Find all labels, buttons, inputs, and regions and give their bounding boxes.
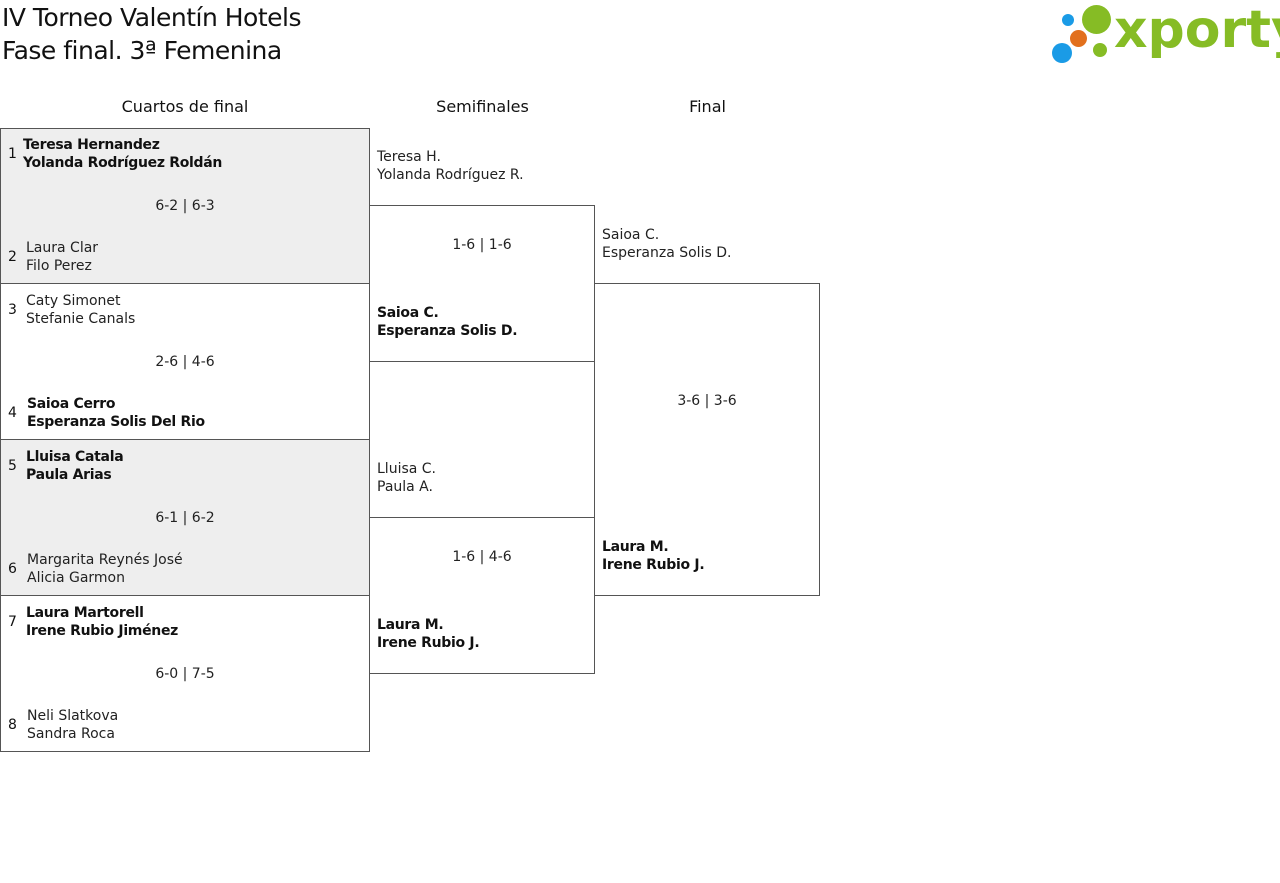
team-name: Teresa H. Yolanda Rodríguez R.: [377, 148, 524, 184]
qf-match-3[interactable]: 5 Lluisa Catala Paula Arias 6-1 | 6-2 6 …: [0, 439, 370, 596]
seed-number: 7: [8, 614, 17, 630]
player-name: Saioa Cerro: [27, 396, 116, 412]
player-name: Filo Perez: [26, 258, 92, 274]
seed-number: 3: [8, 302, 17, 318]
team-name: Lluisa Catala Paula Arias: [26, 448, 124, 484]
match-score: 2-6 | 4-6: [155, 354, 215, 370]
player-name: Esperanza Solis D.: [377, 323, 518, 339]
logo-dot-blue: [1052, 43, 1072, 63]
player-name: Alicia Garmon: [27, 570, 125, 586]
team-name: Laura M. Irene Rubio J.: [602, 538, 705, 574]
player-name: Irene Rubio J.: [602, 557, 705, 573]
player-name: Esperanza Solis D.: [602, 245, 732, 261]
match-score: 1-6 | 1-6: [452, 237, 512, 253]
match-score: 6-0 | 7-5: [155, 666, 215, 682]
round-heading-semifinals: Semifinales: [436, 97, 529, 116]
player-name: Laura Martorell: [26, 605, 144, 621]
team-name: Margarita Reynés José Alicia Garmon: [27, 551, 183, 587]
team-name: Saioa C. Esperanza Solis D.: [602, 226, 731, 262]
qf-match-2[interactable]: 3 Caty Simonet Stefanie Canals 2-6 | 4-6…: [0, 283, 370, 440]
team-name: Saioa C. Esperanza Solis D.: [377, 304, 518, 340]
xporty-logo[interactable]: xporty: [1050, 0, 1280, 68]
player-name: Teresa Hernandez: [23, 137, 160, 153]
seed-number: 5: [8, 458, 17, 474]
player-name: Margarita Reynés José: [27, 552, 183, 568]
player-name: Laura M.: [377, 617, 444, 633]
team-name: Laura M. Irene Rubio J.: [377, 616, 480, 652]
seed-number: 6: [8, 561, 17, 577]
player-name: Lluisa C.: [377, 461, 437, 477]
sf-match-1[interactable]: 1-6 | 1-6 Saioa C. Esperanza Solis D.: [369, 205, 595, 362]
player-name: Esperanza Solis Del Rio: [27, 414, 205, 430]
player-name: Laura M.: [602, 539, 669, 555]
qf-match-1[interactable]: 1 Teresa Hernandez Yolanda Rodríguez Rol…: [0, 128, 370, 284]
match-score: 6-1 | 6-2: [155, 510, 215, 526]
seed-number: 4: [8, 405, 17, 421]
logo-dot-green-small: [1093, 43, 1107, 57]
logo-dot-orange: [1070, 30, 1087, 47]
tournament-title: IV Torneo Valentín Hotels: [2, 3, 302, 32]
match-score: 1-6 | 4-6: [452, 549, 512, 565]
qf-match-4[interactable]: 7 Laura Martorell Irene Rubio Jiménez 6-…: [0, 595, 370, 752]
player-name: Laura Clar: [26, 240, 99, 256]
logo-dot-green: [1082, 5, 1111, 34]
player-name: Paula Arias: [26, 467, 112, 483]
player-name: Irene Rubio Jiménez: [26, 623, 179, 639]
player-name: Yolanda Rodríguez Roldán: [23, 155, 223, 171]
team-name: Teresa Hernandez Yolanda Rodríguez Roldá…: [23, 136, 222, 172]
logo-dot-blue-small: [1062, 14, 1074, 26]
player-name: Neli Slatkova: [27, 708, 119, 724]
team-name: Caty Simonet Stefanie Canals: [26, 292, 135, 328]
sf-match-2[interactable]: 1-6 | 4-6 Laura M. Irene Rubio J.: [369, 517, 595, 674]
seed-number: 2: [8, 249, 17, 265]
player-name: Saioa C.: [602, 227, 660, 243]
player-name: Yolanda Rodríguez R.: [377, 167, 524, 183]
player-name: Saioa C.: [377, 305, 439, 321]
round-heading-quarterfinals: Cuartos de final: [121, 97, 249, 116]
team-name: Saioa Cerro Esperanza Solis Del Rio: [27, 395, 205, 431]
team-name: Lluisa C. Paula A.: [377, 460, 436, 496]
player-name: Sandra Roca: [27, 726, 115, 742]
tournament-subtitle: Fase final. 3ª Femenina: [2, 36, 282, 65]
team-name: Neli Slatkova Sandra Roca: [27, 707, 118, 743]
team-name: Laura Martorell Irene Rubio Jiménez: [26, 604, 178, 640]
player-name: Caty Simonet: [26, 293, 121, 309]
player-name: Irene Rubio J.: [377, 635, 480, 651]
player-name: Stefanie Canals: [26, 311, 136, 327]
player-name: Lluisa Catala: [26, 449, 124, 465]
player-name: Paula A.: [377, 479, 433, 495]
final-match[interactable]: 3-6 | 3-6 Laura M. Irene Rubio J.: [594, 283, 820, 596]
seed-number: 1: [8, 146, 17, 162]
team-name: Laura Clar Filo Perez: [26, 239, 98, 275]
match-score: 3-6 | 3-6: [677, 393, 737, 409]
seed-number: 8: [8, 717, 17, 733]
player-name: Teresa H.: [377, 149, 441, 165]
round-heading-final: Final: [689, 97, 726, 116]
match-score: 6-2 | 6-3: [155, 198, 215, 214]
logo-wordmark: xporty: [1114, 0, 1280, 60]
